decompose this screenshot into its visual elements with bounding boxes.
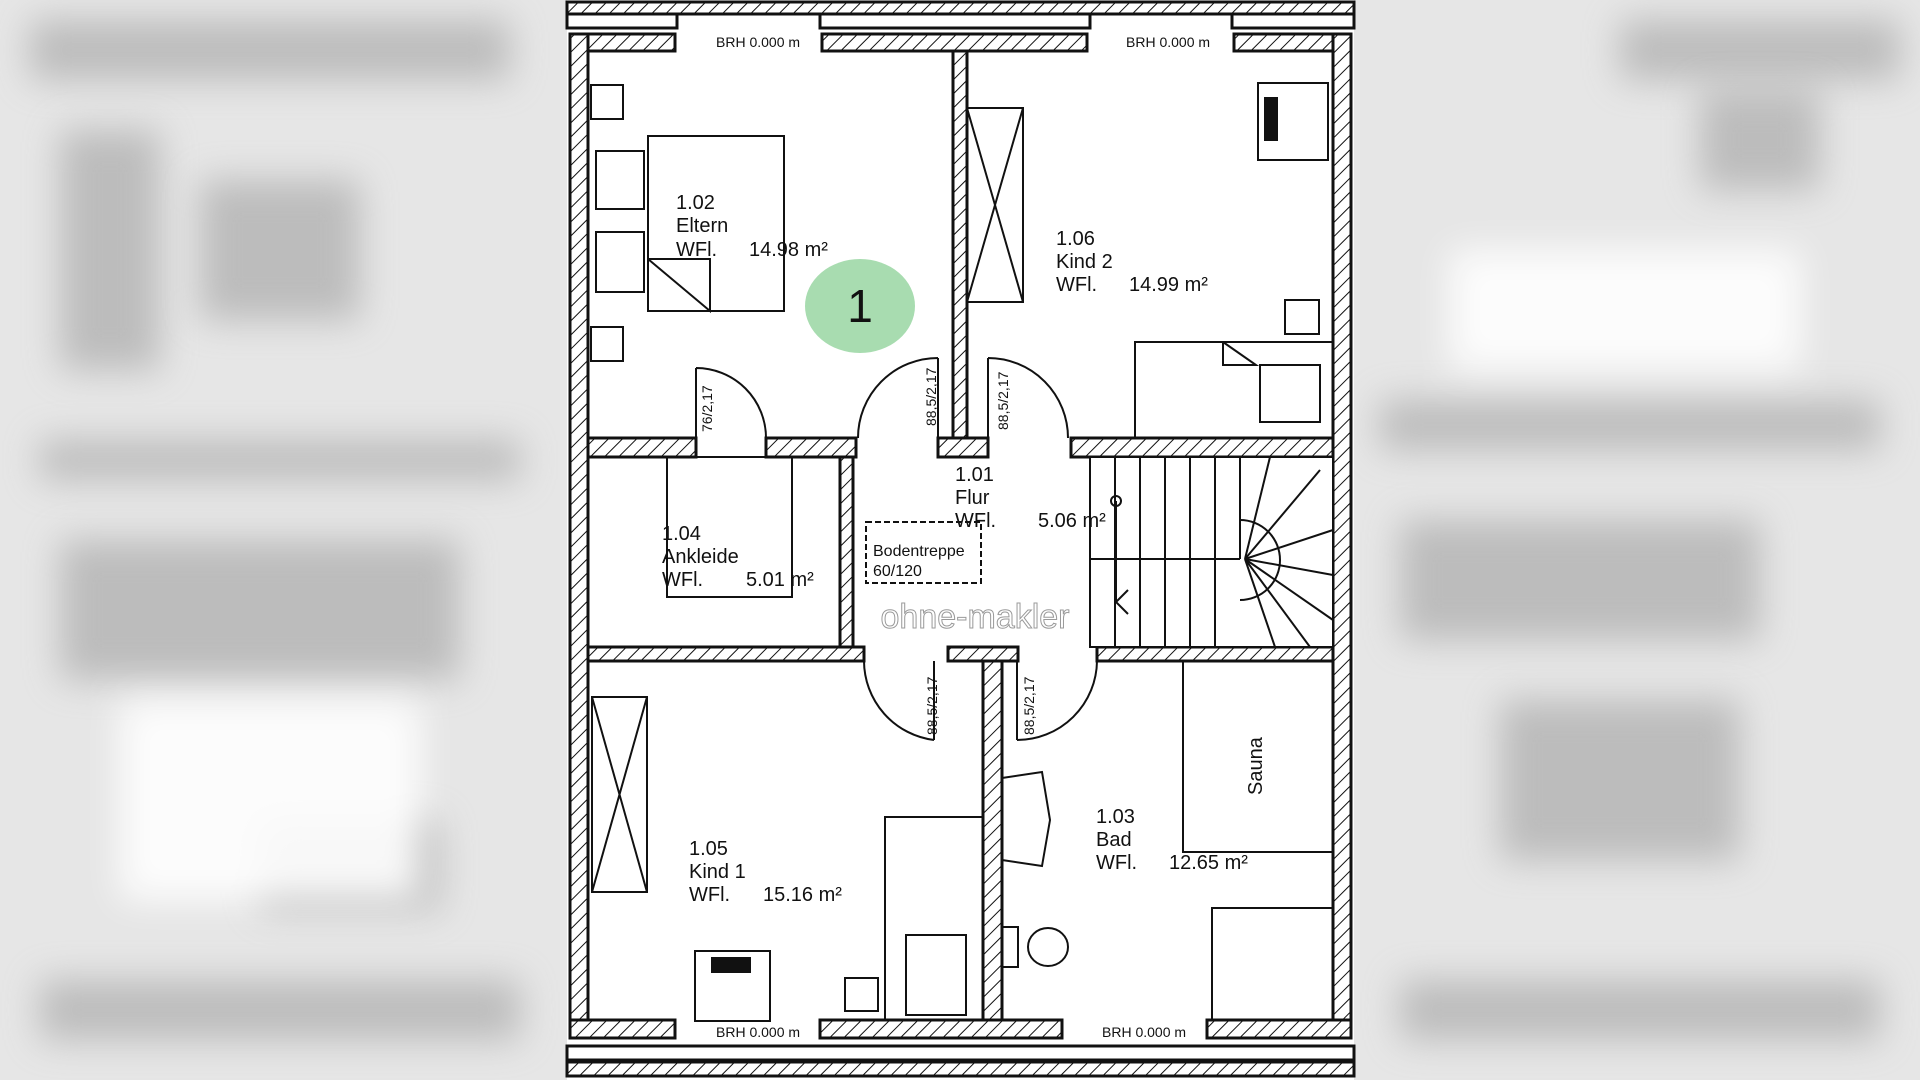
wfl-label: WFl. bbox=[676, 239, 717, 261]
desk bbox=[1257, 82, 1329, 161]
room-label-ankleide: 1.04 Ankleide WFl. 5.01 m² bbox=[662, 523, 814, 591]
door-label: 88,5/2,17 bbox=[923, 367, 939, 426]
nightstand bbox=[590, 84, 624, 120]
room-area: 15.16 m² bbox=[763, 884, 842, 906]
room-area: 14.99 m² bbox=[1129, 274, 1208, 296]
door-label: 88,5/2,17 bbox=[924, 676, 940, 735]
sauna-box bbox=[1182, 660, 1334, 853]
wfl-label: WFl. bbox=[689, 884, 730, 906]
desk bbox=[694, 950, 771, 1022]
closet bbox=[666, 456, 793, 598]
walls bbox=[565, 0, 1356, 1078]
room-name: Bad bbox=[1096, 829, 1132, 851]
room-area: 14.98 m² bbox=[749, 239, 828, 261]
sauna-label: Sauna bbox=[1245, 736, 1267, 795]
room-id: 1.01 bbox=[955, 464, 994, 486]
bodentreppe-name: Bodentreppe bbox=[873, 543, 965, 560]
room-name: Kind 2 bbox=[1056, 251, 1113, 273]
toilet bbox=[1027, 927, 1069, 967]
door-labels: 76/2,17 88,5/2,17 88,5/2,17 88,5/2,17 88… bbox=[699, 367, 1037, 735]
furniture bbox=[590, 82, 1334, 1022]
window-label: BRH 0.000 m bbox=[716, 34, 800, 50]
room-id: 1.05 bbox=[689, 838, 728, 860]
door-label: 88,5/2,17 bbox=[995, 371, 1011, 430]
wfl-label: WFl. bbox=[1096, 852, 1137, 874]
bodentreppe-box bbox=[865, 521, 982, 584]
room-name: Eltern bbox=[676, 215, 728, 237]
room-label-kind-2: 1.06 Kind 2 WFl. 14.99 m² bbox=[1056, 228, 1208, 296]
marker-number: 1 bbox=[847, 280, 873, 332]
room-label-flur: 1.01 Flur WFl. 5.06 m² bbox=[955, 464, 1106, 532]
bed bbox=[647, 135, 785, 312]
door-label: 76/2,17 bbox=[699, 385, 715, 432]
window-label: BRH 0.000 m bbox=[1102, 1024, 1186, 1040]
room-label-bad: 1.03 Bad WFl. 12.65 m² bbox=[1096, 806, 1248, 874]
room-id: 1.04 bbox=[662, 523, 701, 545]
room-area: 5.01 m² bbox=[746, 569, 814, 591]
room-id: 1.06 bbox=[1056, 228, 1095, 250]
door-label: 88,5/2,17 bbox=[1021, 676, 1037, 735]
room-label-eltern: 1.02 Eltern WFl. 14.98 m² bbox=[676, 192, 828, 261]
room-label-kind-1: 1.05 Kind 1 WFl. 15.16 m² bbox=[689, 838, 842, 906]
door-swings bbox=[695, 357, 1098, 741]
room-area: 5.06 m² bbox=[1038, 510, 1106, 532]
room-id: 1.03 bbox=[1096, 806, 1135, 828]
staircase[interactable] bbox=[1089, 456, 1334, 648]
room-name: Kind 1 bbox=[689, 861, 746, 883]
wfl-label: WFl. bbox=[955, 510, 996, 532]
bodentreppe-size: 60/120 bbox=[873, 563, 922, 580]
shower bbox=[1211, 907, 1334, 1021]
bodentreppe-label: Bodentreppe 60/120 bbox=[873, 543, 965, 580]
watermark-text: ohne-makler bbox=[881, 598, 1070, 636]
window-label: BRH 0.000 m bbox=[1126, 34, 1210, 50]
window-label: BRH 0.000 m bbox=[716, 1024, 800, 1040]
room-name: Flur bbox=[955, 487, 990, 509]
wardrobe bbox=[966, 107, 1024, 303]
bed bbox=[884, 816, 984, 1021]
nightstand bbox=[590, 326, 624, 362]
room-id: 1.02 bbox=[676, 192, 715, 214]
room-area: 12.65 m² bbox=[1169, 852, 1248, 874]
bed bbox=[1134, 341, 1334, 439]
wardrobe bbox=[591, 696, 648, 893]
double-sink bbox=[1001, 770, 1052, 868]
window-labels: BRH 0.000 m BRH 0.000 m BRH 0.000 m BRH … bbox=[716, 34, 1210, 1040]
room-name: Ankleide bbox=[662, 546, 739, 568]
marker-circle bbox=[805, 259, 915, 353]
wfl-label: WFl. bbox=[1056, 274, 1097, 296]
wfl-label: WFl. bbox=[662, 569, 703, 591]
